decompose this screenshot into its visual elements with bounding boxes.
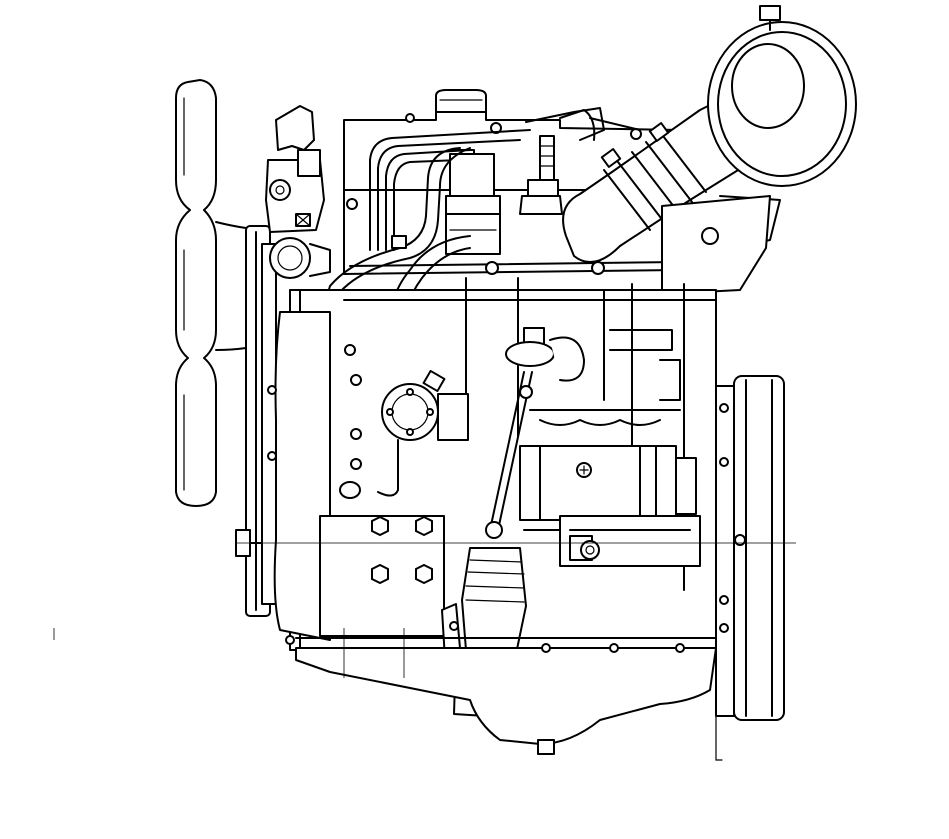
throttle-linkage bbox=[485, 327, 585, 539]
fan-blade-assembly bbox=[175, 79, 247, 507]
oil-sump bbox=[285, 635, 717, 755]
injector-pipes bbox=[369, 107, 641, 251]
timing-cover bbox=[267, 311, 362, 641]
fuel-filter bbox=[445, 149, 501, 255]
feed-pump bbox=[339, 369, 469, 499]
air-cleaner bbox=[661, 5, 857, 295]
mounting-plate bbox=[319, 515, 445, 637]
starter-motor bbox=[519, 445, 701, 567]
thermostat-housing bbox=[265, 105, 331, 279]
crankshaft-pulley bbox=[715, 375, 785, 761]
fuel-injectors bbox=[519, 135, 563, 215]
reference-lines bbox=[53, 542, 796, 678]
fan-pulley bbox=[235, 225, 277, 617]
